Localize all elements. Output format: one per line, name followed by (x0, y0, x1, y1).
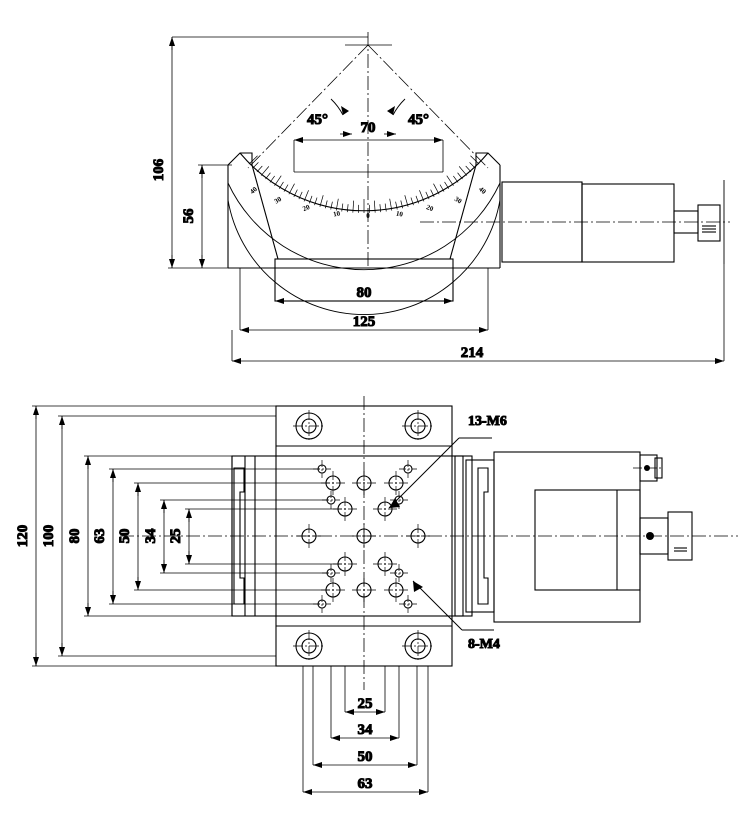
angle-arc-right (387, 98, 406, 116)
m6-hole (373, 497, 397, 521)
m4-hole (399, 595, 417, 613)
dim-25-horiz (344, 666, 386, 715)
leader-13-m6 (388, 437, 492, 509)
motor-barrel-plan (493, 451, 693, 623)
dim-120 (32, 405, 276, 667)
m6-thread-holes (297, 471, 430, 602)
scale-label-2: 20 (302, 203, 312, 213)
motor-barrel-front (501, 181, 721, 263)
angle-construction-lines (247, 44, 489, 169)
m6-hole (384, 578, 408, 602)
dim-34-horiz (330, 666, 400, 741)
m6-hole (406, 524, 430, 548)
dim-56 (198, 164, 232, 268)
dim-label-70: 70 (361, 120, 376, 136)
scale-label-1: 30 (273, 195, 284, 206)
front-base-block (227, 164, 501, 302)
dim-label-34-plan: 34 (143, 528, 159, 544)
dim-50-plan (134, 482, 330, 591)
dim-106 (168, 36, 368, 269)
dim-label-106: 106 (151, 158, 167, 181)
callout-13-m6: 13-M6 (468, 414, 507, 429)
dim-label-63-horiz: 63 (358, 776, 373, 792)
counterbore-hole-br (402, 630, 434, 662)
angle-label-right: 45° (408, 112, 429, 128)
dim-label-63-plan: 63 (92, 529, 108, 544)
leader-8-m4 (412, 580, 494, 631)
m4-hole (399, 460, 417, 478)
m6-hole (352, 471, 376, 495)
scale-label-3: 10 (332, 209, 341, 218)
dim-25-plan (185, 508, 342, 565)
dim-63-horiz (302, 666, 429, 795)
dim-label-80-front: 80 (357, 285, 372, 301)
dim-label-56: 56 (181, 208, 197, 224)
dim-label-100: 100 (41, 525, 57, 548)
m6-hole (352, 578, 376, 602)
dim-label-34-horiz: 34 (358, 722, 374, 738)
dim-34-plan (160, 499, 328, 574)
angle-arc-left (330, 98, 349, 116)
m4-hole (390, 564, 408, 582)
angular-vernier-scale (248, 155, 480, 213)
dim-100 (58, 415, 276, 657)
dim-63-plan (109, 468, 320, 605)
scale-label-8: 40 (477, 185, 488, 196)
counterbore-hole-tr (402, 410, 434, 442)
m6-hole (297, 524, 321, 548)
scale-label-7: 30 (453, 195, 464, 206)
scale-label-5: 10 (395, 209, 404, 218)
dim-label-25-plan: 25 (168, 529, 184, 544)
goniometer-arc-body (227, 152, 501, 316)
dim-label-25-horiz: 25 (358, 696, 373, 712)
dim-50-horiz (312, 666, 418, 768)
counterbore-hole-tl (293, 410, 325, 442)
plan-base-plate (275, 405, 453, 667)
dim-label-120: 120 (15, 525, 31, 548)
m6-hole (373, 552, 397, 576)
dim-label-125: 125 (353, 314, 376, 330)
slot-70-outline (293, 137, 444, 173)
scale-label-0: 40 (248, 185, 259, 196)
dim-label-80-plan: 80 (67, 529, 83, 544)
corner-counterbore-holes (293, 410, 434, 662)
scale-label-6: 20 (425, 203, 435, 213)
m6-hole (352, 524, 376, 548)
callout-8-m4: 8-M4 (468, 637, 500, 652)
dim-label-50-horiz: 50 (358, 749, 373, 765)
dim-80-plan (84, 455, 232, 617)
scale-label-4: 0 (366, 212, 370, 220)
counterbore-hole-bl (293, 630, 325, 662)
m6-hole (384, 471, 408, 495)
dim-125 (239, 268, 489, 333)
dim-214 (231, 264, 725, 364)
dim-label-50-plan: 50 (117, 529, 133, 544)
scale-numerals: 40 30 20 10 0 10 20 30 40 (248, 185, 488, 220)
m4-thread-holes (313, 460, 417, 613)
dim-label-214: 214 (461, 345, 484, 361)
angle-label-left: 45° (307, 112, 328, 128)
